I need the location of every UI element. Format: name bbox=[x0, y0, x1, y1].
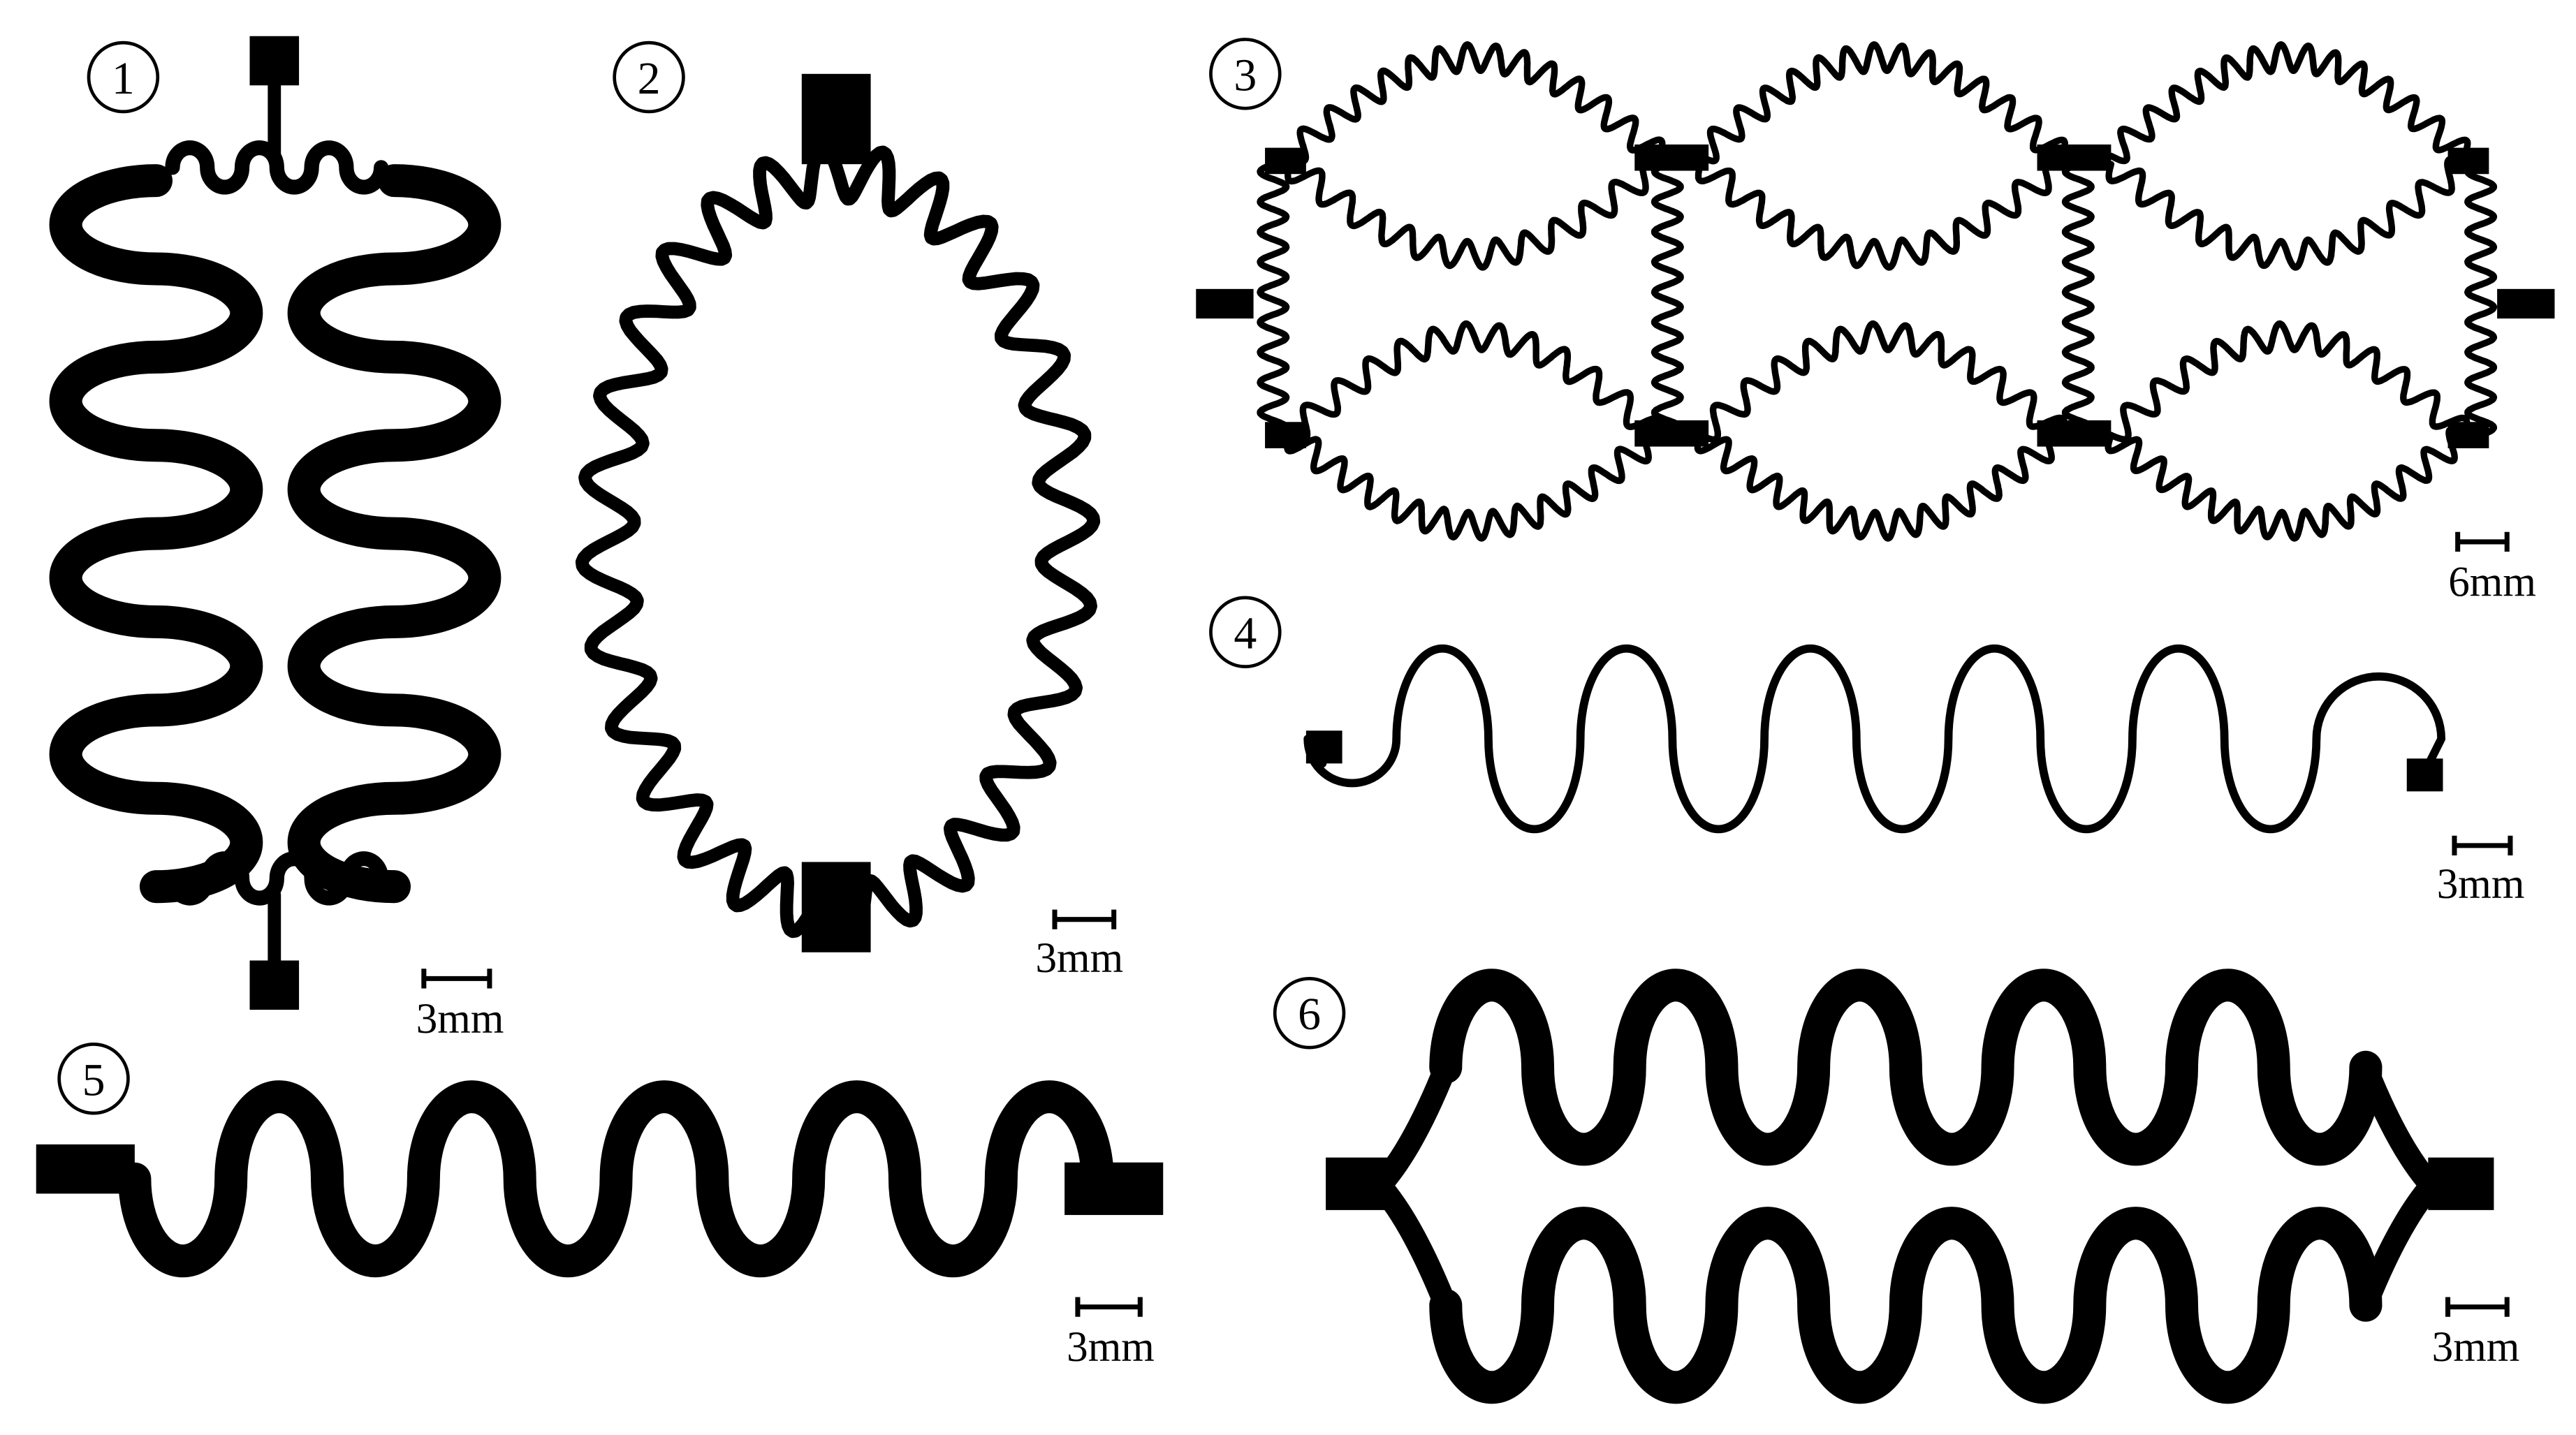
serpentine-trace-bottom bbox=[1429, 1207, 2383, 1404]
svg-text:1: 1 bbox=[112, 53, 135, 104]
panel-label-2: 2 bbox=[613, 41, 685, 114]
scale-bar-5: 3mm bbox=[1067, 1297, 1155, 1371]
wavy-lens-lower-bottom bbox=[1284, 425, 1663, 542]
scale-bar-4: 3mm bbox=[2437, 835, 2525, 908]
contact-pad-right bbox=[1064, 1162, 1164, 1215]
contact-pad bbox=[1196, 288, 1254, 319]
wavy-vertical-link bbox=[1651, 161, 1684, 439]
svg-text:3mm: 3mm bbox=[2437, 861, 2525, 908]
contact-pad bbox=[1634, 144, 1709, 171]
panel-label-5: 5 bbox=[57, 1043, 130, 1115]
panel-3 bbox=[1196, 41, 2555, 542]
contact-pad bbox=[1265, 147, 1306, 175]
split-left bbox=[1368, 1055, 1458, 1317]
panel-label-4: 4 bbox=[1209, 596, 1282, 668]
svg-text:5: 5 bbox=[82, 1054, 105, 1105]
wavy-lens-lower-top bbox=[2107, 320, 2471, 443]
contact-pad-left bbox=[1305, 730, 1342, 764]
wavy-lens-upper-bottom bbox=[1285, 155, 1663, 271]
wavy-lens-upper-top bbox=[1697, 41, 2068, 165]
panel-2 bbox=[575, 73, 1101, 952]
panel-1 bbox=[49, 36, 502, 1010]
contact-pad-bottom bbox=[249, 960, 300, 1010]
scale-bar-3: 6mm bbox=[2448, 531, 2536, 606]
contact-pad-top bbox=[801, 73, 871, 165]
serpentine-trace-left bbox=[49, 164, 263, 904]
wavy-lens-upper-bottom bbox=[2105, 156, 2468, 271]
svg-text:3: 3 bbox=[1234, 50, 1257, 101]
contact-pad bbox=[2447, 422, 2489, 448]
wavy-lens-lower-bottom bbox=[2105, 426, 2468, 542]
contact-pad bbox=[1265, 422, 1306, 448]
contact-pad bbox=[2447, 147, 2489, 175]
svg-text:3mm: 3mm bbox=[1067, 1324, 1155, 1371]
contact-pad-bottom bbox=[801, 862, 871, 952]
wavy-vertical-link bbox=[2061, 161, 2095, 439]
svg-text:6: 6 bbox=[1298, 989, 1321, 1040]
small-loops-bottom bbox=[165, 851, 389, 906]
contact-pad-left bbox=[36, 1144, 135, 1194]
scale-bar-2: 3mm bbox=[1035, 909, 1123, 982]
wavy-ring bbox=[575, 140, 1101, 943]
contact-pad-right bbox=[2406, 758, 2443, 792]
serpentine-trace bbox=[118, 1080, 1114, 1278]
wavy-vertical-link bbox=[1257, 161, 1290, 439]
panel-6 bbox=[1326, 969, 2494, 1404]
contact-pad-left bbox=[1326, 1157, 1389, 1210]
wavy-vertical-link bbox=[2464, 161, 2498, 439]
svg-text:2: 2 bbox=[638, 53, 661, 104]
contact-pad bbox=[2037, 144, 2112, 171]
wavy-lens-upper-top bbox=[2107, 41, 2471, 165]
panel-label-3: 3 bbox=[1209, 38, 1282, 110]
split-right bbox=[2354, 1055, 2443, 1317]
serpentine-trace-right bbox=[287, 164, 502, 904]
contact-pad bbox=[2037, 420, 2112, 447]
svg-text:3mm: 3mm bbox=[2432, 1324, 2520, 1371]
wavy-lens-upper-bottom bbox=[1695, 156, 2065, 271]
scale-bar-6: 3mm bbox=[2432, 1297, 2520, 1371]
wavy-lens-upper-top bbox=[1286, 41, 1666, 165]
wavy-lens-lower-top bbox=[1286, 320, 1665, 443]
serpentine-trace-top bbox=[1429, 969, 2383, 1166]
panel-label-6: 6 bbox=[1273, 976, 1346, 1050]
panel-5 bbox=[36, 1080, 1164, 1278]
contact-pad bbox=[2497, 288, 2555, 319]
svg-text:4: 4 bbox=[1234, 608, 1257, 659]
contact-pad-right bbox=[2428, 1157, 2494, 1210]
contact-pad bbox=[1634, 420, 1709, 447]
wavy-lens-lower-top bbox=[1697, 320, 2068, 443]
panel-4 bbox=[1303, 644, 2446, 834]
contact-pad-top bbox=[249, 36, 300, 86]
svg-text:3mm: 3mm bbox=[1035, 935, 1123, 982]
small-loops-top bbox=[165, 140, 389, 195]
svg-text:3mm: 3mm bbox=[416, 996, 504, 1043]
panel-label-1: 1 bbox=[87, 41, 160, 114]
svg-text:6mm: 6mm bbox=[2448, 559, 2536, 606]
wavy-lens-lower-bottom bbox=[1694, 426, 2065, 542]
scale-bar-1: 3mm bbox=[416, 969, 504, 1043]
end-hook-right bbox=[2312, 672, 2446, 776]
serpentine-trace bbox=[1392, 644, 2321, 834]
